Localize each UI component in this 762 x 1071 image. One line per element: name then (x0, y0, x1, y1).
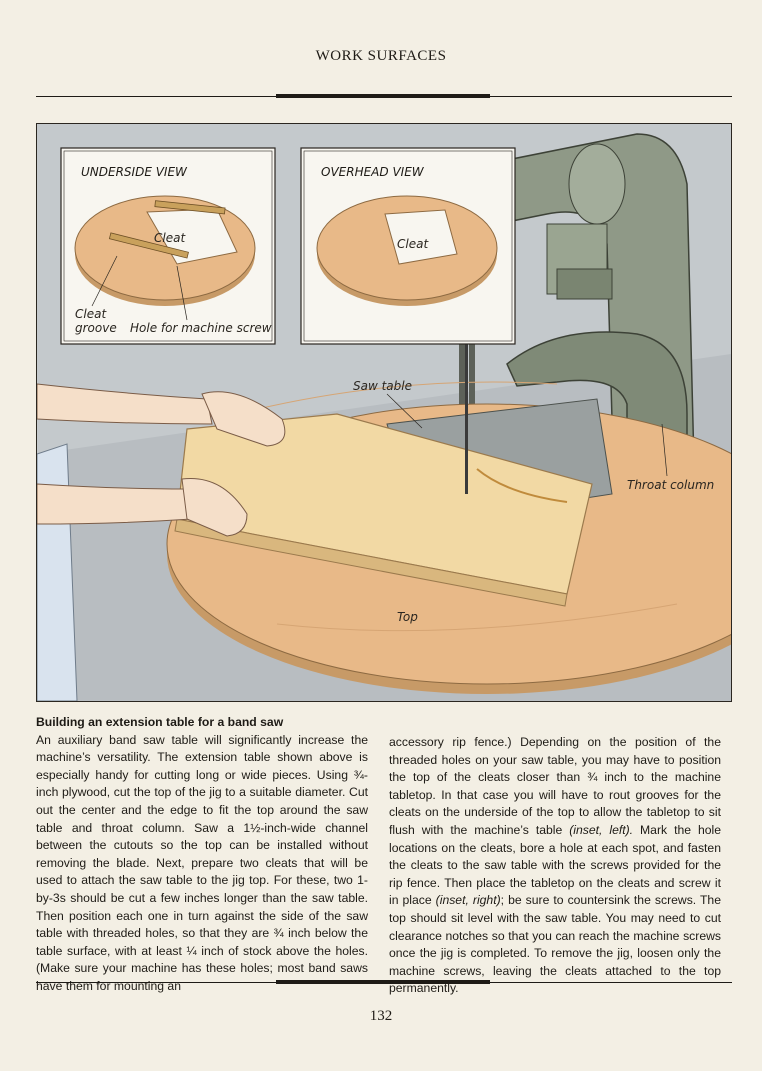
guide-post-bracket (556, 268, 613, 300)
disk-grain-2 (276, 603, 678, 632)
label-top: Top (397, 610, 418, 624)
operator-forearm-upper (37, 383, 213, 425)
underside-cleat-label: Cleat (154, 231, 186, 245)
label-saw-table: Saw table (353, 379, 412, 393)
leader-throat-column (661, 423, 668, 477)
leader-hole (176, 265, 188, 321)
operator-hand-upper (201, 391, 286, 447)
wheel-cover (568, 143, 626, 225)
body-text-right-italic-1: (inset, left). (569, 822, 634, 837)
underside-cleat-2 (108, 232, 189, 259)
body-text-left: An auxiliary band saw table will signifi… (36, 732, 368, 993)
inset-overhead-view: OVERHEAD VIEW Cleat (300, 147, 516, 345)
inset-underside-view: UNDERSIDE VIEW Cleat Cleat groove Hole f… (60, 147, 276, 345)
leader-cleat-groove (91, 255, 118, 307)
inset-overhead-title: OVERHEAD VIEW (321, 165, 425, 179)
operator-forearm-lower (37, 483, 193, 525)
leader-saw-table (386, 393, 423, 429)
underside-cleat-groove-label-2: groove (75, 321, 117, 335)
operator-hand-lower (181, 477, 248, 537)
body-column-right: accessory rip fence.) Depending on the p… (389, 734, 721, 998)
header-rule (36, 94, 732, 98)
footer-rule (36, 980, 732, 984)
board-edge (174, 518, 568, 607)
band-saw-illustration: UNDERSIDE VIEW Cleat Cleat groove Hole f… (36, 123, 732, 702)
body-text-right-3: ; be sure to countersink the screws. The… (389, 893, 721, 996)
label-throat-column: Throat column (627, 478, 714, 492)
cut-line (476, 468, 568, 503)
running-head: WORK SURFACES (315, 48, 447, 64)
body-text-right-1: accessory rip fence.) Depending on the p… (389, 735, 721, 837)
body-text-right-italic-2: (inset, right) (435, 893, 501, 908)
inset-underside-title: UNDERSIDE VIEW (81, 165, 188, 179)
body-column-left: Building an extension table for a band s… (36, 714, 368, 996)
underside-hole-label: Hole for machine screw (130, 321, 272, 335)
underside-cleat-groove-label-1: Cleat (75, 307, 107, 321)
section-heading: Building an extension table for a band s… (36, 715, 284, 729)
overhead-cutout (384, 209, 458, 265)
body-text-right-2: Mark the hole locations on the cleats, b… (389, 822, 722, 908)
page-number: 132 (369, 1008, 393, 1024)
illustration-svg: UNDERSIDE VIEW Cleat Cleat groove Hole f… (37, 124, 731, 701)
saw-blade (465, 344, 468, 494)
disk-grain (236, 381, 558, 415)
overhead-cleat-label: Cleat (397, 237, 429, 251)
underside-cleat-1 (154, 200, 226, 215)
